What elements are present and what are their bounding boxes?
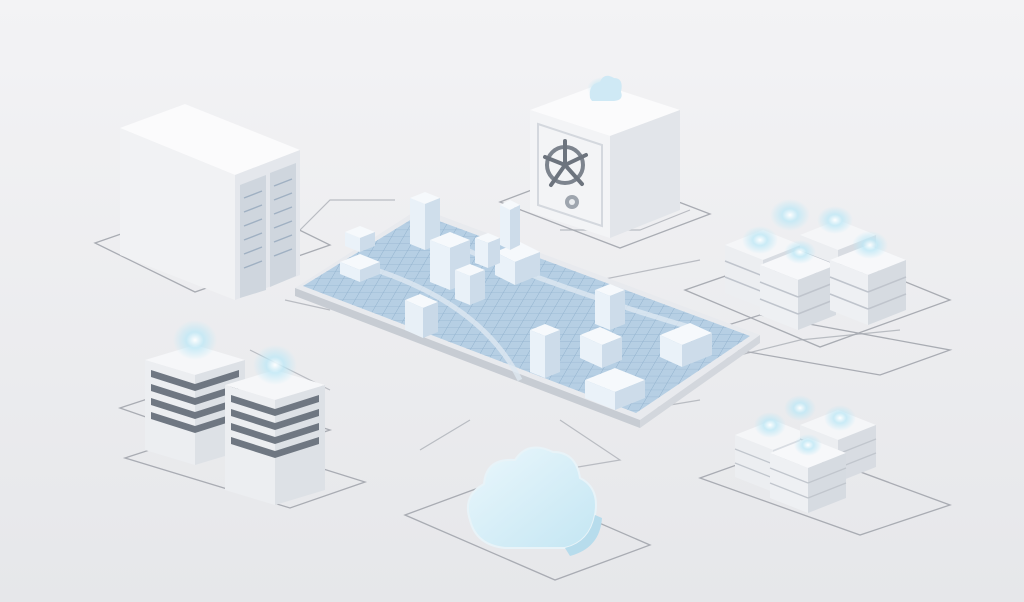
database-cluster-icon	[724, 199, 907, 330]
storage-block-icon	[734, 395, 877, 513]
cloud-icon	[587, 75, 622, 101]
data-glow	[173, 320, 297, 385]
smart-city-tablet-icon	[295, 192, 760, 428]
city-buildings	[340, 192, 712, 410]
safe-vault-icon	[530, 75, 680, 238]
data-glow	[754, 395, 856, 456]
server-rack-icon	[120, 104, 300, 300]
cloud-icon	[466, 446, 602, 556]
data-glow	[742, 199, 888, 264]
server-stack-icon	[145, 320, 325, 505]
